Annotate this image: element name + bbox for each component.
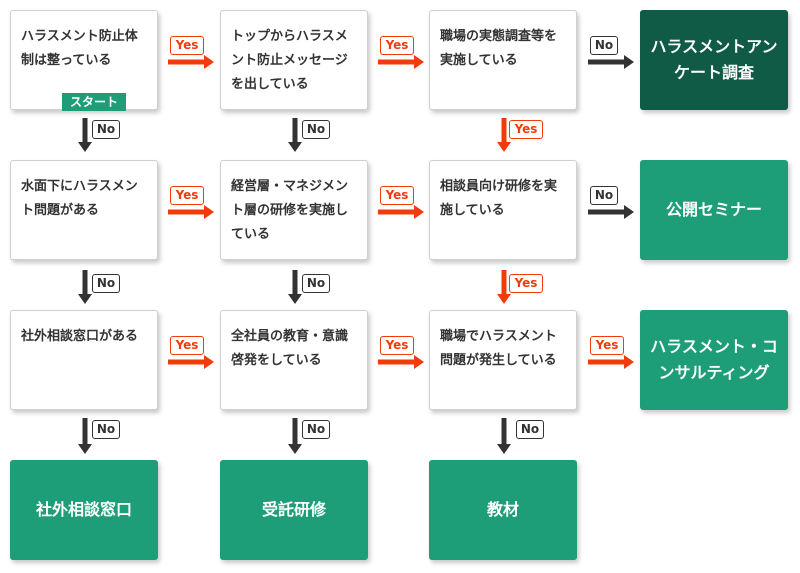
no-label: No xyxy=(302,120,330,139)
no-label: No xyxy=(92,420,120,439)
result-materials[interactable]: 教材 xyxy=(429,460,577,560)
result-survey[interactable]: ハラスメントアンケート調査 xyxy=(640,10,788,110)
question-text: 水面下にハラスメント問題がある xyxy=(21,179,138,218)
yes-label: Yes xyxy=(170,336,204,355)
result-contract-training[interactable]: 受託研修 xyxy=(220,460,368,560)
yes-label: Yes xyxy=(170,36,204,55)
yes-label: Yes xyxy=(170,186,204,205)
result-public-seminar[interactable]: 公開セミナー xyxy=(640,160,788,260)
yes-label: Yes xyxy=(380,36,414,55)
yes-label: Yes xyxy=(509,274,543,293)
question-box-hidden-issue: 水面下にハラスメント問題がある xyxy=(10,160,158,260)
no-label: No xyxy=(590,36,618,55)
question-text: 全社員の教育・意識啓発をしている xyxy=(231,329,349,368)
result-external-desk[interactable]: 社外相談窓口 xyxy=(10,460,158,560)
question-text: 経営層・マネジメント層の研修を実施している xyxy=(231,179,349,242)
no-label: No xyxy=(302,274,330,293)
start-badge: スタート xyxy=(62,93,126,111)
question-text: トップからハラスメント防止メッセージを出している xyxy=(231,29,348,92)
question-box-harassment-occurring: 職場でハラスメント問題が発生している xyxy=(429,310,577,410)
question-text: 職場の実態調査等を実施している xyxy=(440,29,558,68)
question-box-counselor-training: 相談員向け研修を実施している xyxy=(429,160,577,260)
no-label: No xyxy=(516,420,544,439)
question-text: 相談員向け研修を実施している xyxy=(440,179,558,218)
question-box-harassment-prevention: ハラスメント防止体制は整っている スタート xyxy=(10,10,158,111)
question-box-all-staff-education: 全社員の教育・意識啓発をしている xyxy=(220,310,368,410)
question-box-external-desk: 社外相談窓口がある xyxy=(10,310,158,410)
no-label: No xyxy=(302,420,330,439)
question-box-survey: 職場の実態調査等を実施している xyxy=(429,10,577,110)
result-consulting[interactable]: ハラスメント・コンサルティング xyxy=(640,310,788,410)
yes-label: Yes xyxy=(509,120,543,139)
yes-label: Yes xyxy=(380,186,414,205)
question-text: 社外相談窓口がある xyxy=(21,329,139,344)
question-text: 職場でハラスメント問題が発生している xyxy=(440,329,557,368)
no-label: No xyxy=(92,274,120,293)
question-text: ハラスメント防止体制は整っている xyxy=(21,29,138,68)
no-label: No xyxy=(590,186,618,205)
yes-label: Yes xyxy=(380,336,414,355)
no-label: No xyxy=(92,120,120,139)
question-box-top-message: トップからハラスメント防止メッセージを出している xyxy=(220,10,368,110)
question-box-management-training: 経営層・マネジメント層の研修を実施している xyxy=(220,160,368,260)
yes-label: Yes xyxy=(590,336,624,355)
